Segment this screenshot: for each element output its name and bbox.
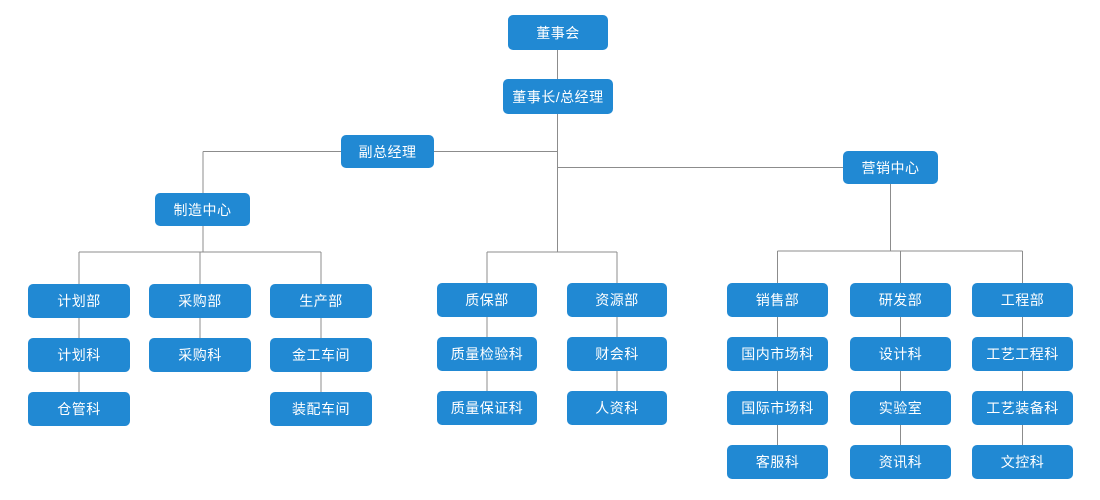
- node-sales-dept[interactable]: 销售部: [727, 283, 828, 317]
- node-quality-inspection-section-label: 质量检验科: [450, 346, 524, 362]
- node-engineering-dept-label: 工程部: [1000, 292, 1045, 308]
- node-production-dept[interactable]: 生产部: [270, 284, 372, 318]
- node-board[interactable]: 董事会: [508, 15, 608, 50]
- node-manufacturing-center-label: 制造中心: [173, 201, 232, 218]
- node-deputy-gm-label: 副总经理: [358, 143, 417, 160]
- node-laboratory[interactable]: 实验室: [850, 391, 951, 425]
- node-international-market-section[interactable]: 国际市场科: [727, 391, 828, 425]
- node-plan-section[interactable]: 计划科: [28, 338, 130, 372]
- node-design-section[interactable]: 设计科: [850, 337, 951, 371]
- node-plan-dept[interactable]: 计划部: [28, 284, 130, 318]
- node-quality-inspection-section[interactable]: 质量检验科: [437, 337, 537, 371]
- node-marketing-center[interactable]: 营销中心: [843, 151, 938, 184]
- node-document-control-section[interactable]: 文控科: [972, 445, 1073, 479]
- node-customer-service-section-label: 客服科: [755, 454, 800, 470]
- node-board-label: 董事会: [536, 24, 580, 41]
- node-finance-section[interactable]: 财会科: [567, 337, 667, 371]
- node-purchase-dept-label: 采购部: [178, 293, 222, 309]
- node-international-market-section-label: 国际市场科: [741, 400, 814, 416]
- node-production-dept-label: 生产部: [299, 293, 343, 309]
- node-purchase-section[interactable]: 采购科: [149, 338, 251, 372]
- node-quality-assurance-section-label: 质量保证科: [450, 400, 524, 416]
- node-purchase-dept[interactable]: 采购部: [149, 284, 251, 318]
- node-warehouse-section[interactable]: 仓管科: [28, 392, 130, 426]
- node-domestic-market-section-label: 国内市场科: [741, 346, 814, 362]
- node-domestic-market-section[interactable]: 国内市场科: [727, 337, 828, 371]
- node-manufacturing-center[interactable]: 制造中心: [155, 193, 250, 226]
- node-information-section-label: 资讯科: [878, 454, 923, 470]
- node-tooling-section[interactable]: 工艺装备科: [972, 391, 1073, 425]
- node-deputy-gm[interactable]: 副总经理: [341, 135, 434, 168]
- node-process-engineering-section[interactable]: 工艺工程科: [972, 337, 1073, 371]
- node-chairman-label: 董事长/总经理: [512, 88, 604, 105]
- node-plan-dept-label: 计划部: [57, 293, 101, 309]
- node-document-control-section-label: 文控科: [1000, 454, 1045, 470]
- node-laboratory-label: 实验室: [878, 400, 923, 416]
- node-metal-workshop-label: 金工车间: [292, 347, 350, 363]
- node-sales-dept-label: 销售部: [755, 292, 800, 308]
- node-assembly-workshop[interactable]: 装配车间: [270, 392, 372, 426]
- node-qa-dept-label: 质保部: [465, 292, 509, 308]
- node-engineering-dept[interactable]: 工程部: [972, 283, 1073, 317]
- node-quality-assurance-section[interactable]: 质量保证科: [437, 391, 537, 425]
- node-process-engineering-section-label: 工艺工程科: [986, 346, 1059, 362]
- node-plan-section-label: 计划科: [57, 347, 101, 363]
- node-warehouse-section-label: 仓管科: [57, 401, 101, 417]
- node-rd-dept[interactable]: 研发部: [850, 283, 951, 317]
- node-metal-workshop[interactable]: 金工车间: [270, 338, 372, 372]
- node-assembly-workshop-label: 装配车间: [292, 401, 350, 417]
- node-tooling-section-label: 工艺装备科: [986, 400, 1059, 416]
- node-finance-section-label: 财会科: [595, 346, 639, 362]
- node-resource-dept[interactable]: 资源部: [567, 283, 667, 317]
- node-marketing-center-label: 营销中心: [861, 159, 920, 176]
- node-chairman[interactable]: 董事长/总经理: [503, 79, 613, 114]
- node-resource-dept-label: 资源部: [595, 292, 639, 308]
- node-purchase-section-label: 采购科: [178, 347, 222, 363]
- node-customer-service-section[interactable]: 客服科: [727, 445, 828, 479]
- node-design-section-label: 设计科: [878, 346, 923, 362]
- node-rd-dept-label: 研发部: [878, 292, 923, 308]
- node-hr-section-label: 人资科: [595, 400, 639, 416]
- node-qa-dept[interactable]: 质保部: [437, 283, 537, 317]
- node-hr-section[interactable]: 人资科: [567, 391, 667, 425]
- node-information-section[interactable]: 资讯科: [850, 445, 951, 479]
